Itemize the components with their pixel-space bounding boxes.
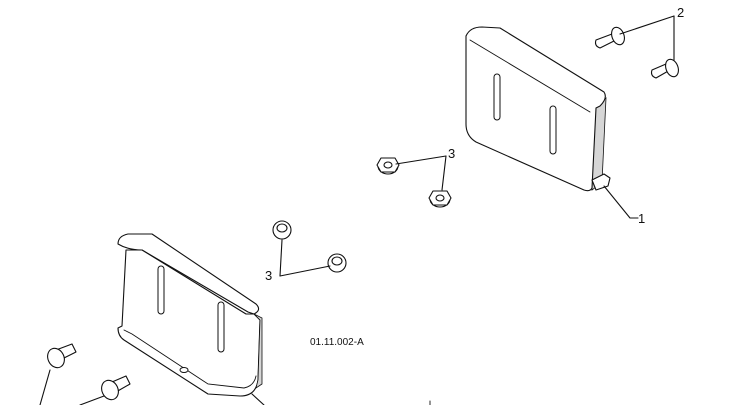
leader-lines bbox=[39, 15, 675, 406]
flange-nut-upper-1 bbox=[376, 157, 400, 175]
skid-plate-upper-right bbox=[465, 26, 611, 192]
callout-label-nuts-lower: 3 bbox=[265, 268, 272, 283]
carriage-bolt-lower-left-1 bbox=[47, 343, 77, 369]
callout-label-bolts: 2 bbox=[677, 5, 684, 20]
carriage-bolt-upper bbox=[594, 26, 625, 49]
callout-label-nuts-upper: 3 bbox=[448, 146, 455, 161]
callout-label-plate: 1 bbox=[638, 211, 645, 226]
flange-nut-lower-1 bbox=[272, 220, 292, 240]
flange-nut-lower-2 bbox=[327, 253, 347, 273]
carriage-bolt-lower-left-2 bbox=[101, 375, 131, 401]
flange-nut-upper-2 bbox=[428, 190, 452, 208]
carriage-bolt-lower bbox=[650, 58, 679, 79]
drawing-reference-code: 01.11.002-A bbox=[310, 337, 364, 348]
skid-plate-lower-left bbox=[117, 233, 263, 397]
